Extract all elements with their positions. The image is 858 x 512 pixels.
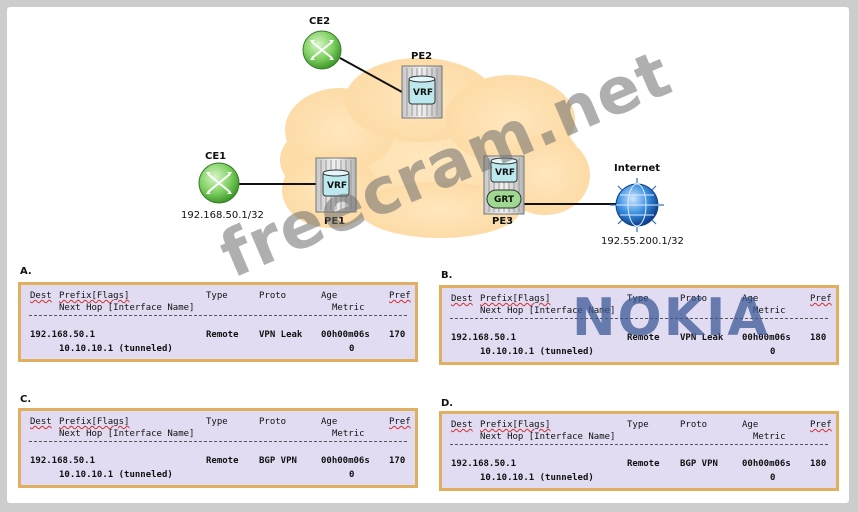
- hdr-metric: Metric: [753, 432, 786, 442]
- route-metric: 0: [349, 344, 355, 354]
- hdr-age: Age: [321, 291, 338, 301]
- hdr-type: Type: [206, 291, 228, 301]
- route-nexthop: 10.10.10.1 (tunneled): [59, 344, 173, 354]
- hdr-type: Type: [627, 420, 649, 430]
- hdr-metric: Metric: [332, 429, 365, 439]
- route-type: Remote: [206, 456, 239, 466]
- hdr-proto: Proto: [680, 420, 708, 430]
- hdr-nexthop: Next Hop [Interface Name]: [59, 429, 195, 439]
- pe2-label: PE2: [411, 51, 433, 62]
- route-metric: 0: [349, 470, 355, 480]
- hdr-proto: Proto: [259, 291, 287, 301]
- hdr-dest: Dest: [451, 420, 473, 430]
- route-pref: 170: [389, 456, 406, 466]
- option-d-route-table[interactable]: Dest Prefix[Flags] Type Proto Age Pref N…: [439, 411, 839, 491]
- pe3-grt-label: GRT: [494, 195, 515, 205]
- hdr-age: Age: [321, 417, 338, 427]
- separator: [450, 318, 828, 319]
- hdr-pref: Pref: [389, 291, 411, 301]
- option-a-route-table[interactable]: Dest Prefix[Flags] Type Proto Age Pref N…: [18, 282, 418, 362]
- pe1-vrf-label: VRF: [327, 181, 348, 191]
- route-proto: BGP VPN: [259, 456, 297, 466]
- hdr-metric: Metric: [753, 306, 786, 316]
- hdr-metric: Metric: [332, 303, 365, 313]
- route-prefix: 192.168.50.1: [30, 456, 96, 466]
- route-proto: VPN Leak: [680, 333, 724, 343]
- hdr-proto: Proto: [259, 417, 287, 427]
- route-nexthop: 10.10.10.1 (tunneled): [480, 473, 594, 483]
- ce2-label: CE2: [309, 16, 331, 27]
- option-a-letter: A.: [20, 266, 32, 277]
- route-type: Remote: [206, 330, 239, 340]
- route-age: 00h00m06s: [742, 333, 791, 343]
- separator: [29, 441, 407, 442]
- hdr-pref: Pref: [810, 294, 832, 304]
- route-proto: VPN Leak: [259, 330, 303, 340]
- hdr-prefix: Prefix[Flags]: [59, 417, 130, 427]
- hdr-prefix: Prefix[Flags]: [480, 420, 551, 430]
- option-d-letter: D.: [441, 398, 454, 409]
- hdr-age: Age: [742, 420, 759, 430]
- route-prefix: 192.168.50.1: [30, 330, 96, 340]
- route-metric: 0: [770, 347, 776, 357]
- route-metric: 0: [770, 473, 776, 483]
- route-type: Remote: [627, 333, 660, 343]
- ce1-ip-label: 192.168.50.1/32: [181, 210, 264, 221]
- brand-watermark: NOKIA: [572, 288, 770, 348]
- hdr-nexthop: Next Hop [Interface Name]: [59, 303, 195, 313]
- option-c-route-table[interactable]: Dest Prefix[Flags] Type Proto Age Pref N…: [18, 408, 418, 488]
- route-proto: BGP VPN: [680, 459, 718, 469]
- pe1-router-icon: [315, 157, 357, 213]
- route-prefix: 192.168.50.1: [451, 459, 517, 469]
- hdr-prefix: Prefix[Flags]: [480, 294, 551, 304]
- route-prefix: 192.168.50.1: [451, 333, 517, 343]
- route-type: Remote: [627, 459, 660, 469]
- option-c-letter: C.: [20, 394, 32, 405]
- pe1-label: PE1: [324, 216, 346, 227]
- internet-globe-icon: [610, 178, 664, 232]
- separator: [450, 444, 828, 445]
- hdr-dest: Dest: [451, 294, 473, 304]
- hdr-nexthop: Next Hop [Interface Name]: [480, 432, 616, 442]
- pe3-vrf-label: VRF: [495, 168, 516, 178]
- route-pref: 180: [810, 333, 827, 343]
- hdr-prefix: Prefix[Flags]: [59, 291, 130, 301]
- pe2-vrf-label: VRF: [413, 88, 434, 98]
- ce1-label: CE1: [205, 151, 227, 162]
- separator: [29, 315, 407, 316]
- route-nexthop: 10.10.10.1 (tunneled): [480, 347, 594, 357]
- ce2-switch-icon: [302, 30, 342, 70]
- route-pref: 180: [810, 459, 827, 469]
- link-ce2-pe2: [339, 57, 403, 93]
- hdr-dest: Dest: [30, 417, 52, 427]
- hdr-age: Age: [742, 294, 759, 304]
- option-b-route-table[interactable]: Dest Prefix[Flags] Type Proto Age Pref N…: [439, 285, 839, 365]
- route-pref: 170: [389, 330, 406, 340]
- option-b-letter: B.: [441, 270, 453, 281]
- ce1-switch-icon: [198, 162, 240, 204]
- hdr-pref: Pref: [810, 420, 832, 430]
- hdr-nexthop: Next Hop [Interface Name]: [480, 306, 616, 316]
- pe3-label: PE3: [492, 216, 514, 227]
- route-age: 00h00m06s: [742, 459, 791, 469]
- hdr-pref: Pref: [389, 417, 411, 427]
- hdr-type: Type: [206, 417, 228, 427]
- pe2-router-icon: [401, 65, 443, 119]
- hdr-proto: Proto: [680, 294, 708, 304]
- internet-ip-label: 192.55.200.1/32: [601, 236, 684, 247]
- pe3-router-icon: [483, 155, 525, 215]
- internet-label: Internet: [614, 163, 661, 174]
- route-age: 00h00m06s: [321, 330, 370, 340]
- hdr-type: Type: [627, 294, 649, 304]
- route-nexthop: 10.10.10.1 (tunneled): [59, 470, 173, 480]
- route-age: 00h00m06s: [321, 456, 370, 466]
- hdr-dest: Dest: [30, 291, 52, 301]
